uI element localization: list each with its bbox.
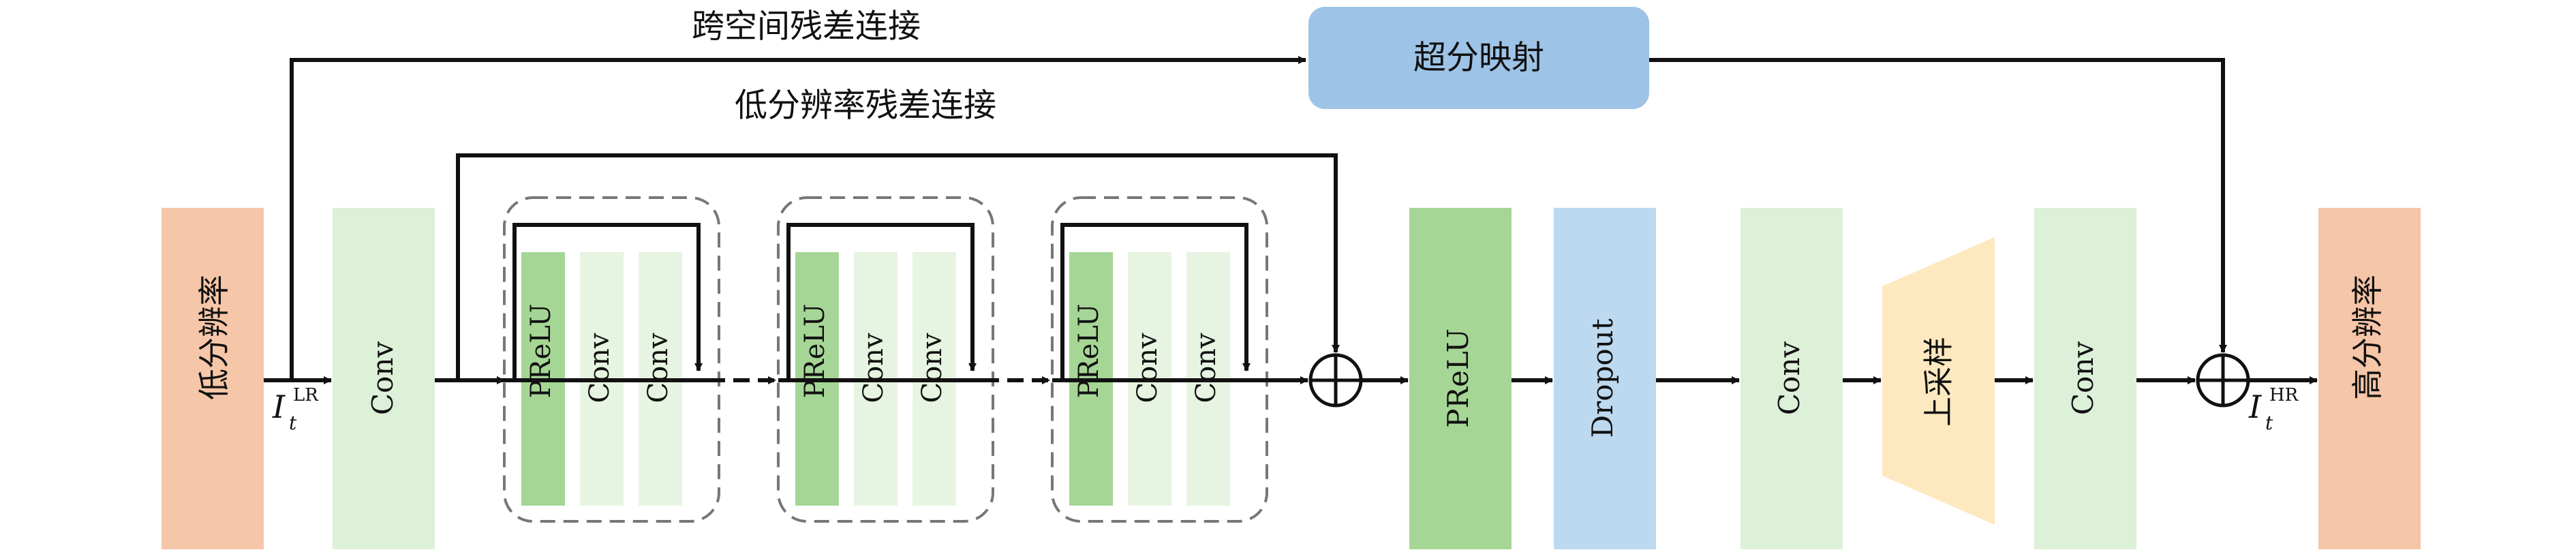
input-block — [162, 208, 264, 549]
group-skip-edge — [786, 223, 977, 380]
group-skip-edge — [512, 223, 703, 380]
group-layer-label: PReLU — [1073, 304, 1105, 399]
conv-tail-1-label: Conv — [1773, 341, 1806, 415]
residual-group: PReLU Conv Conv — [1051, 196, 1268, 523]
edge-cross-space — [290, 56, 1306, 380]
conv-tail-2-label: Conv — [2066, 341, 2100, 415]
input-symbol-main: I — [272, 388, 286, 425]
input-symbol: I LR t — [272, 385, 319, 434]
edge-mapping-add — [1649, 58, 2227, 353]
cross-space-residual-label: 跨空间残差连接 — [692, 7, 921, 46]
group-layer-label: Conv — [643, 333, 674, 403]
group-layer-label: Conv — [584, 333, 615, 403]
output-label: 高分辨率 — [2349, 275, 2386, 400]
prelu-block-label: PReLU — [1441, 328, 1475, 428]
dropout-label: Dropout — [1586, 318, 1619, 438]
residual-group: PReLU Conv Conv — [777, 196, 1050, 523]
group-layer-label: Conv — [1132, 333, 1163, 403]
output-symbol-sub: t — [2265, 412, 2273, 434]
add-node-lr — [1308, 353, 1363, 408]
output-symbol-sup: HR — [2269, 385, 2299, 405]
residual-group: PReLU Conv Conv — [503, 196, 776, 523]
lr-residual-label: 低分辨率残差连接 — [735, 87, 996, 125]
dropout-block — [1554, 208, 1656, 549]
conv-head-label: Conv — [366, 341, 399, 415]
group-skip-edge — [1060, 223, 1251, 380]
input-symbol-sup: LR — [293, 385, 319, 405]
upsample-block — [1882, 237, 1995, 525]
residual-group-border — [777, 196, 994, 523]
group-layer-label: Conv — [858, 333, 889, 403]
residual-group-border — [1051, 196, 1268, 523]
sr-mapping-block — [1308, 7, 1649, 109]
group-layer-label: PReLU — [799, 304, 831, 399]
prelu-block — [1409, 208, 1512, 549]
output-symbol: I HR t — [2248, 385, 2299, 434]
conv-block-tail-2 — [2034, 208, 2136, 549]
sr-mapping-label: 超分映射 — [1413, 39, 1544, 77]
residual-group-border — [503, 196, 720, 523]
conv-block-head — [333, 208, 435, 549]
output-block — [2318, 208, 2421, 549]
upsample-label: 上采样 — [1922, 337, 1957, 427]
conv-block-tail-1 — [1741, 208, 1843, 549]
group-layer-label: PReLU — [525, 304, 557, 399]
edge-lr-residual — [456, 153, 1340, 380]
residual-groups: PReLU Conv Conv PReLU Conv Conv PReLU Conv Conv — [503, 196, 1268, 523]
group-layer-label: Conv — [917, 333, 948, 403]
input-symbol-sub: t — [289, 412, 297, 434]
output-symbol-main: I — [2248, 388, 2262, 425]
group-layer-label: Conv — [1191, 333, 1222, 403]
input-label: 低分辨率 — [196, 275, 232, 400]
connections — [264, 56, 2318, 384]
add-node-hr — [2196, 353, 2250, 408]
